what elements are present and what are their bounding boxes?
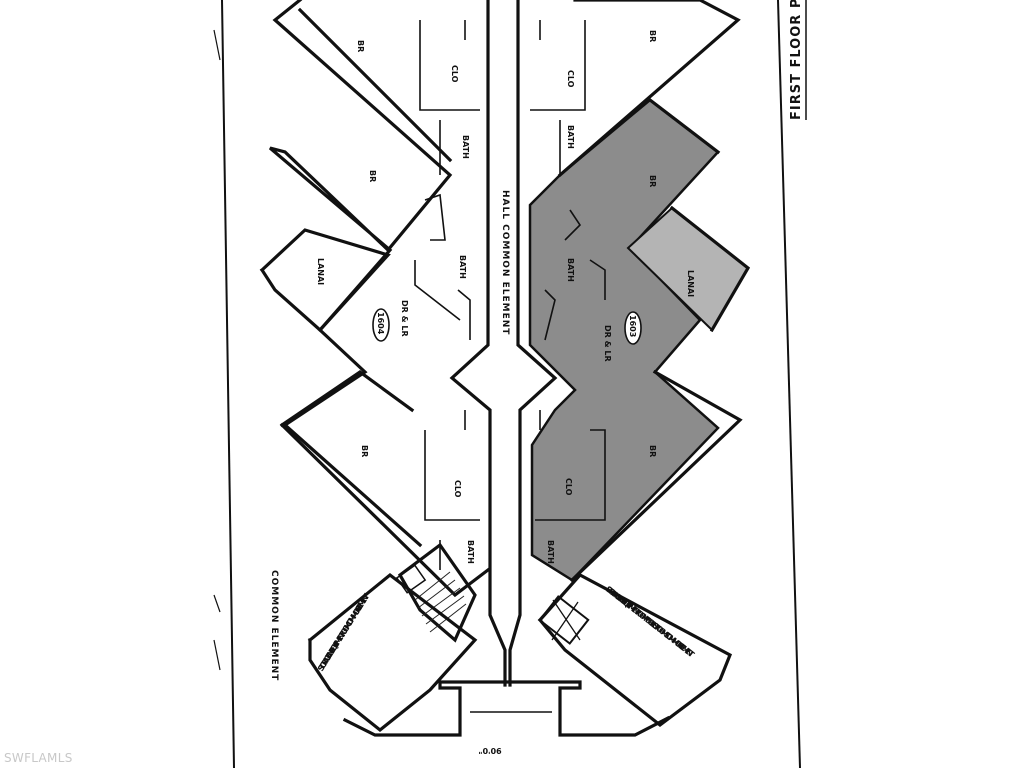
right-unit-number-badge: 1603 (624, 311, 642, 345)
right-unit-lower-wall (569, 369, 743, 583)
page-border-right (777, 0, 801, 768)
left-bath-mid-label: BATH (458, 255, 467, 279)
left-dr-lr-label: DR & LR (400, 300, 409, 337)
left-unit-number: 1604 (376, 312, 385, 335)
left-margin-marks (213, 29, 221, 671)
right-unit-number: 1603 (628, 315, 637, 337)
right-lanai-outer (669, 205, 751, 333)
corridor-wall-right (508, 0, 558, 687)
corridor-wall-left (449, 0, 507, 687)
common-element-label: COMMON ELEMENT (269, 570, 279, 681)
right-bath-top-label: BATH (566, 125, 575, 149)
right-br-top-label: BR (648, 30, 657, 42)
corridor-label: HALL COMMON ELEMENT (500, 190, 510, 335)
right-unit-outer-wall-top (557, 0, 741, 178)
page-border-left (221, 0, 235, 768)
right-br-bottom-label: BR (648, 445, 657, 457)
left-storage-room-wall (307, 572, 478, 733)
left-br-bottom-label: BR (360, 445, 369, 457)
left-storage-label: STORAGE AND EQUIPMENT ROOM COMMON ELEMEN… (316, 592, 372, 674)
right-storage-label: STORAGE AND EQUIPMENT ROOM POOL REST ROO… (604, 584, 697, 659)
left-unit-lower-outer (279, 370, 415, 428)
left-lanai-label: LANAI (316, 258, 325, 285)
left-br-mid-label: BR (368, 170, 377, 182)
left-br-top-label: BR (356, 40, 365, 52)
left-clo-bottom-label: CLO (453, 480, 462, 498)
right-clo-top-label: CLO (566, 70, 575, 88)
right-br-mid-label: BR (648, 175, 657, 187)
left-interior-partitions (414, 20, 480, 570)
bottom-dimension-label: 90'0" (478, 746, 501, 755)
mls-watermark: SWFLAMLS (4, 751, 73, 765)
left-lanai-wall (259, 228, 391, 333)
right-lanai-label: LANAI (686, 270, 695, 297)
bottom-entry-wall (342, 680, 671, 737)
right-storage-room-wall (537, 572, 733, 728)
right-rest-room-fixture (538, 595, 590, 645)
right-unit-upper-wall (647, 97, 721, 155)
left-stair-block (395, 542, 477, 643)
left-bath-bottom-label: BATH (466, 540, 475, 564)
unit-1603-shaded-area (528, 98, 720, 582)
right-interior-partitions (530, 20, 606, 521)
right-clo-bottom-label: CLO (564, 478, 573, 496)
floor-title: FIRST FLOOR PL (789, 0, 804, 120)
left-unit-bottom-diagonal (279, 422, 491, 598)
left-unit-outer-wall (268, 0, 453, 548)
right-bath-bottom-label: BATH (546, 540, 555, 564)
left-clo-top-label: CLO (450, 65, 459, 83)
left-unit-number-badge: 1604 (372, 308, 390, 342)
left-unit-inner-wall-top (297, 7, 453, 163)
left-bath-top-label: BATH (461, 135, 470, 159)
right-bath-mid-label: BATH (566, 258, 575, 282)
right-dr-lr-label: DR & LR (603, 325, 612, 362)
